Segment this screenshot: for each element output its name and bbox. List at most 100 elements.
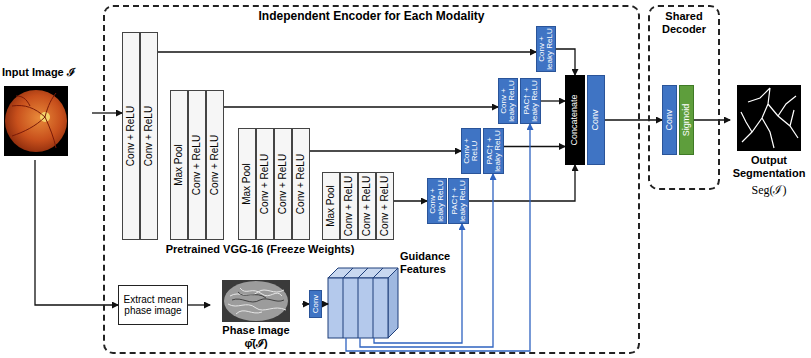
phase-image-part bbox=[224, 281, 288, 321]
concatenate-block: Concatenate bbox=[565, 75, 585, 165]
connector bbox=[374, 224, 462, 343]
guidance-feature-stack-part bbox=[388, 268, 398, 338]
layer-label: Max Pool bbox=[174, 92, 185, 238]
encoder-layer: Conv + leaky ReLU bbox=[536, 26, 556, 72]
box-label: Extract mean phase image bbox=[122, 294, 184, 317]
encoder-layer: Conv + leaky ReLU bbox=[498, 78, 518, 124]
vgg-layer: Conv + ReLU bbox=[376, 172, 394, 240]
vgg-layer: Conv + ReLU bbox=[188, 90, 206, 240]
connector bbox=[158, 51, 536, 52]
layer-label: Conv + ReLU bbox=[260, 130, 271, 238]
fundus-image bbox=[4, 86, 68, 156]
guidance-feature-stack-part bbox=[373, 278, 374, 338]
encoder-layer: Conv bbox=[309, 290, 322, 318]
encoder-layer: PAC† + leaky ReLU bbox=[483, 128, 504, 174]
connector bbox=[188, 304, 210, 305]
vgg-layer: Conv + ReLU bbox=[140, 32, 158, 240]
vgg-layer: Max Pool bbox=[238, 128, 256, 240]
encoder-layer: Conv bbox=[587, 75, 605, 165]
guidance-feature-stack-part bbox=[358, 268, 368, 278]
vgg-layer: Conv + ReLU bbox=[292, 128, 310, 240]
layer-label: Conv + leaky ReLU bbox=[500, 80, 517, 122]
guidance-feature-stack-part bbox=[328, 278, 388, 338]
layer-label: Conv bbox=[665, 87, 674, 153]
layer-label: Conv + ReLU bbox=[380, 174, 391, 238]
layer-label: Max Pool bbox=[326, 174, 337, 238]
layer-label: Conv + leaky ReLU bbox=[538, 28, 555, 70]
connector bbox=[322, 303, 328, 304]
layer-label: Conv + ReLU bbox=[144, 34, 155, 238]
guidance-feature-stack-part bbox=[358, 278, 359, 338]
connector bbox=[694, 119, 730, 120]
decoder-layer: Conv bbox=[662, 85, 677, 155]
guidance-feature-stack-part bbox=[328, 268, 398, 278]
decoder-group: Shared DecoderConv Sigmoid bbox=[648, 5, 720, 190]
encoder-layer: Conv + leaky ReLU bbox=[427, 178, 447, 224]
layer-label: Conv + ReLU bbox=[126, 34, 137, 238]
phase-image-part bbox=[228, 288, 286, 314]
layer-label: Conv + ReLU bbox=[463, 130, 480, 172]
output-segmentation-image bbox=[737, 85, 801, 151]
connector bbox=[35, 160, 118, 305]
process-box: Extract mean phase image bbox=[118, 285, 188, 325]
encoder-group: Independent Encoder for Each ModalityCon… bbox=[103, 5, 640, 354]
layer-label: Conv + leaky ReLU bbox=[429, 180, 446, 222]
connector bbox=[394, 200, 427, 201]
vgg-layer: Max Pool bbox=[322, 172, 340, 240]
connector bbox=[224, 106, 498, 107]
connector bbox=[302, 303, 309, 304]
connector bbox=[310, 150, 461, 151]
layer-label: Sigmoid bbox=[682, 87, 691, 153]
layer-label: Concatenate bbox=[570, 77, 579, 163]
vgg-layer: Conv + ReLU bbox=[340, 172, 358, 240]
image-caption: Seg(ℐ) bbox=[730, 184, 808, 198]
vgg-layer: Max Pool bbox=[170, 90, 188, 240]
phase-image: Phase Image φ̄(ℐ) bbox=[210, 278, 302, 340]
connector bbox=[605, 119, 662, 120]
guidance-feature-stack-part bbox=[373, 268, 383, 278]
layer-label: PAC† + leaky ReLU bbox=[450, 180, 467, 222]
output-segmentation-image-part bbox=[741, 88, 798, 148]
encoder-layer: PAC† + leaky ReLU bbox=[520, 78, 541, 124]
group-title: Shared Decoder bbox=[650, 10, 718, 35]
image-caption: Phase Image φ̄(ℐ) bbox=[210, 324, 302, 349]
layer-label: Conv + ReLU bbox=[192, 92, 203, 238]
vgg-layer: Conv + ReLU bbox=[256, 128, 274, 240]
layer-label: PAC† + leaky ReLU bbox=[485, 130, 502, 172]
phase-image-part bbox=[222, 280, 290, 322]
output-segmentation-image-part bbox=[737, 85, 801, 151]
decoder-layer: Sigmoid bbox=[679, 85, 694, 155]
guidance-feature-stack-part bbox=[343, 278, 344, 338]
layer-label: PAC† + leaky ReLU bbox=[522, 80, 539, 122]
fundus-image-part bbox=[12, 93, 56, 148]
layer-label: Conv + ReLU bbox=[296, 130, 307, 238]
image-caption: Input Image ℐ bbox=[2, 66, 92, 79]
fundus-image-part bbox=[4, 86, 68, 156]
phase-image bbox=[222, 280, 290, 322]
vgg-layer: Conv + ReLU bbox=[122, 32, 140, 240]
layer-label: Conv bbox=[311, 292, 319, 316]
guidance-features: Guidance Features bbox=[328, 248, 458, 338]
vgg-layer: Conv + ReLU bbox=[274, 128, 292, 240]
phase-image-part bbox=[232, 292, 284, 302]
layer-label: Conv + ReLU bbox=[278, 130, 289, 238]
guidance-feature-stack bbox=[328, 268, 398, 338]
image-caption: Output Segmentation bbox=[730, 154, 808, 179]
group-title: Independent Encoder for Each Modality bbox=[105, 10, 638, 24]
encoder-layer: PAC† + leaky ReLU bbox=[448, 178, 469, 224]
connector bbox=[504, 146, 565, 147]
image-caption: Guidance Features bbox=[400, 250, 458, 275]
connector bbox=[92, 112, 122, 113]
encoder-layer: Conv + ReLU bbox=[461, 128, 481, 174]
fundus-image-part bbox=[5, 90, 67, 152]
connector bbox=[360, 174, 493, 347]
free-label: Pretrained VGG-16 (Freeze Weights) bbox=[110, 243, 410, 256]
vgg-layer: Conv + ReLU bbox=[206, 90, 224, 240]
connector bbox=[346, 124, 530, 351]
guidance-feature-stack-part bbox=[343, 268, 353, 278]
input-image: Input Image ℐ bbox=[2, 66, 92, 160]
layer-label: Conv + ReLU bbox=[210, 92, 221, 238]
layer-label: Conv bbox=[591, 77, 600, 163]
layer-label: Conv + ReLU bbox=[344, 174, 355, 238]
